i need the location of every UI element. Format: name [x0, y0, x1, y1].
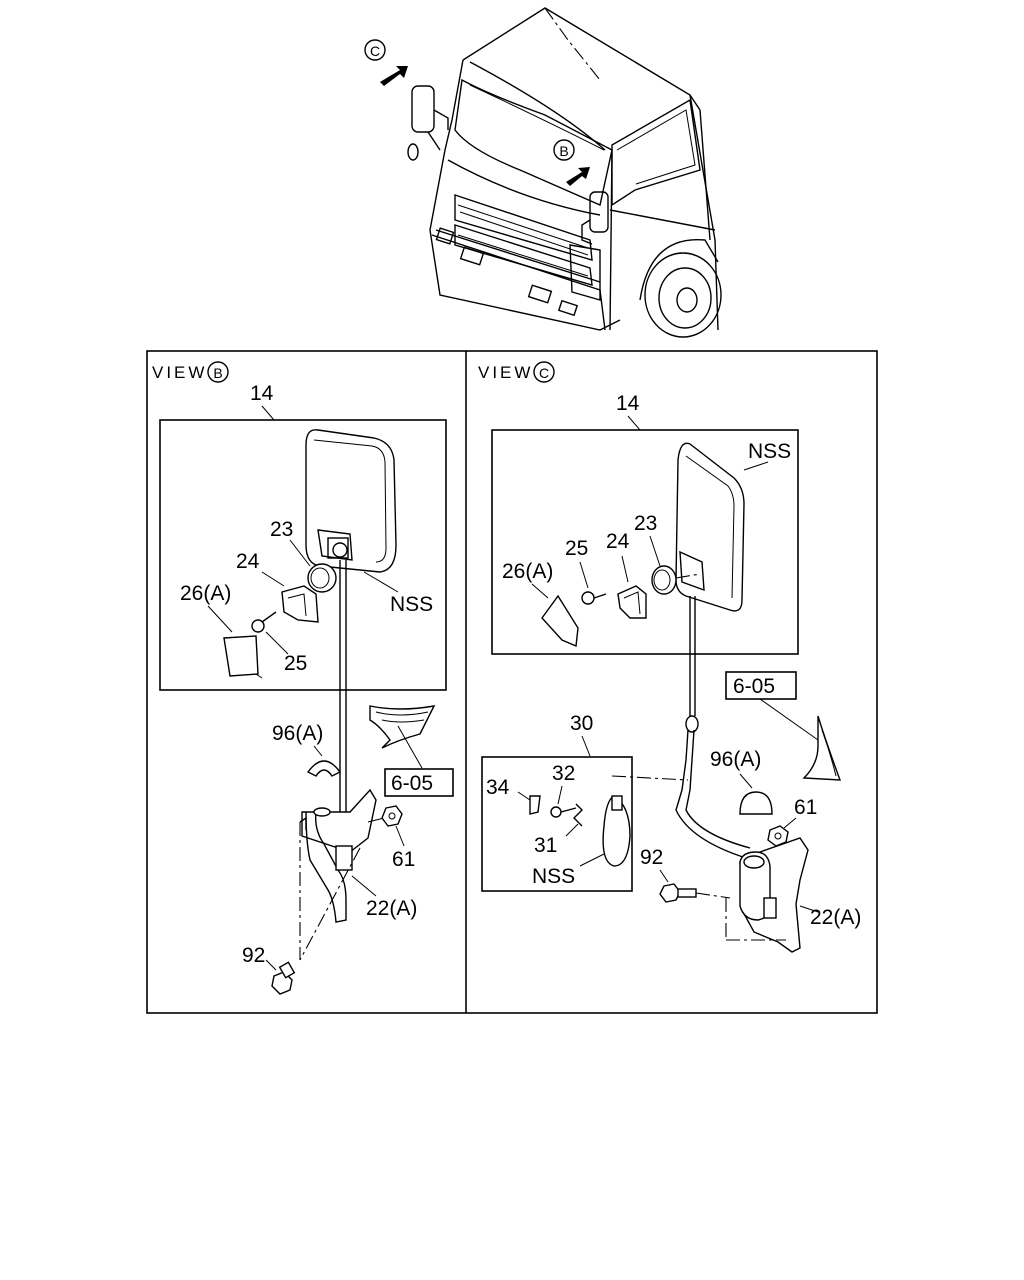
diagram-frame [146, 350, 878, 1014]
view-b-bracket-22a-icon [299, 788, 377, 923]
view-c-part-24-icon [617, 585, 647, 619]
view-c-label-92: 92 [640, 846, 663, 869]
view-c-label-96a: 96(A) [710, 748, 761, 771]
view-b-label-22a: 22(A) [366, 897, 417, 920]
view-c-label-24: 24 [606, 530, 630, 553]
view-c-label-31: 31 [534, 834, 557, 857]
view-b-label-nss: NSS [390, 593, 433, 616]
view-c-bracket-22a-icon [739, 837, 809, 953]
view-c-part-96a-icon [739, 791, 773, 815]
view-c-ref-605: 6-05 [733, 675, 775, 698]
view-b-title: VIEW [152, 363, 207, 382]
svg-text:C: C [370, 43, 380, 59]
view-c-panel: VIEW C 14 NSS 23 24 25 26(A) [478, 361, 861, 953]
view-b-part-25-icon [251, 611, 277, 633]
view-c-marker: C [539, 365, 549, 381]
view-b-label-14: 14 [250, 382, 274, 405]
view-c-ref-605-box [725, 671, 797, 700]
view-b-part-24-icon [281, 585, 319, 623]
view-b-part-26a-icon [223, 635, 259, 677]
svg-text:B: B [559, 143, 568, 159]
view-b-part-61-icon [381, 805, 403, 827]
truck-overview: C B [364, 7, 722, 338]
view-c-mirror-box [491, 429, 799, 655]
view-b-part-96a-icon [306, 760, 342, 777]
view-b-panel: VIEW B 14 23 24 26(A) [152, 361, 454, 995]
truck-marker-c: C [364, 39, 408, 86]
view-c-label-32: 32 [552, 762, 575, 785]
view-c-title: VIEW [478, 363, 533, 382]
view-c-part-23-icon [651, 565, 677, 595]
view-b-label-23: 23 [270, 518, 293, 541]
view-c-label-nss-top: NSS [748, 440, 791, 463]
view-c-part-31-icon [573, 803, 583, 827]
view-c-part-61-icon [767, 825, 789, 847]
view-c-label-30: 30 [570, 712, 593, 735]
view-c-arrow-icon [380, 66, 408, 86]
view-b-label-92: 92 [242, 944, 265, 967]
view-b-ref-605-box [384, 768, 454, 797]
view-b-part-92-icon [271, 961, 296, 995]
view-c-part-32-icon [550, 806, 577, 818]
view-c-label-25: 25 [565, 537, 588, 560]
view-b-ref-605: 6-05 [391, 772, 433, 795]
view-c-part-92-icon [659, 883, 697, 903]
view-c-label-26a: 26(A) [502, 560, 553, 583]
view-b-label-25: 25 [284, 652, 307, 675]
view-b-mirror-box [159, 419, 447, 691]
view-b-arrow-icon [566, 167, 590, 186]
view-c-label-61: 61 [794, 796, 817, 819]
view-b-label-61: 61 [392, 848, 415, 871]
view-c-label-22a: 22(A) [810, 906, 861, 929]
view-c-part-26a-icon [541, 594, 579, 648]
view-b-marker: B [213, 365, 222, 381]
view-c-convex-mirror-icon [602, 795, 631, 867]
view-c-label-nss-box: NSS [532, 865, 575, 888]
view-b-fender-icon [369, 705, 436, 749]
view-c-label-14: 14 [616, 392, 640, 415]
truck-marker-b: B [553, 139, 590, 186]
view-c-kit-30-box [481, 756, 633, 892]
view-c-label-34: 34 [486, 776, 510, 799]
view-b-mirror-icon [305, 429, 397, 573]
view-c-label-23: 23 [634, 512, 657, 535]
view-c-part-25-icon [581, 591, 607, 605]
view-b-label-24: 24 [236, 550, 260, 573]
view-b-part-23-icon [307, 563, 337, 593]
view-c-part-34-icon [529, 795, 541, 815]
view-c-mirror-icon [675, 442, 745, 612]
view-b-label-26a: 26(A) [180, 582, 231, 605]
view-b-label-96a: 96(A) [272, 722, 323, 745]
